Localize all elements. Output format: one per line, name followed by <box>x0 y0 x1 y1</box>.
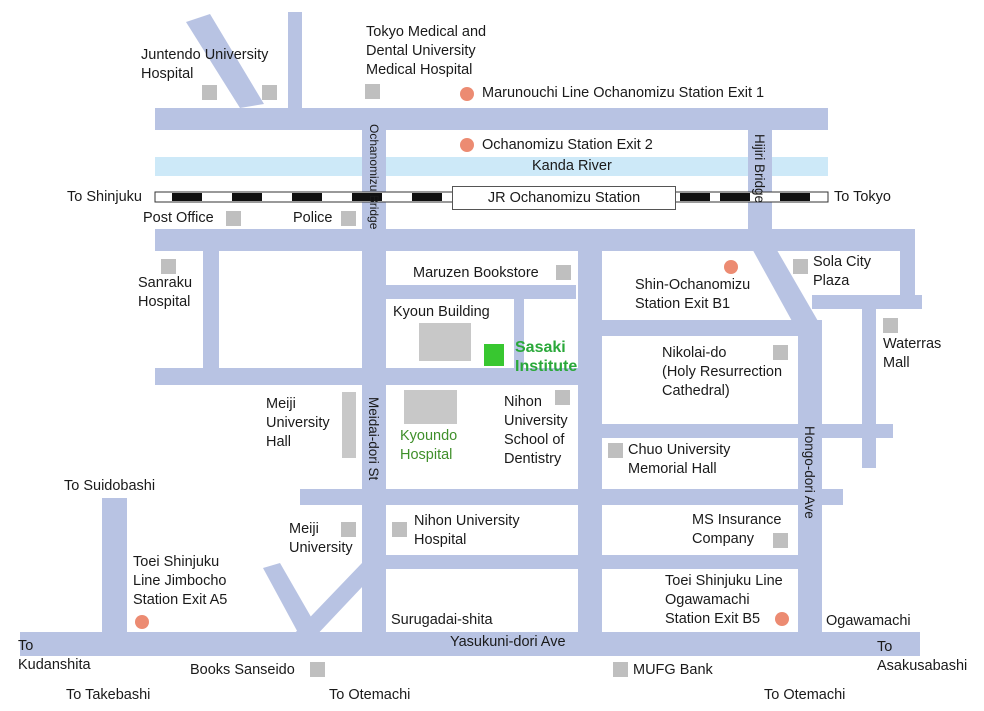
label-post-office: Post Office <box>143 210 214 226</box>
road-yasukuni-dori <box>20 632 920 656</box>
road-suidobashi <box>102 498 127 656</box>
road-center-vertical <box>578 245 602 655</box>
label-maruzen: Maruzen Bookstore <box>413 265 539 281</box>
label-surugadai: Surugadai-shita <box>391 612 493 628</box>
label-ogawamachi: Ogawamachi <box>826 613 911 629</box>
nikolai-marker <box>773 345 788 360</box>
road-west-block <box>203 245 219 385</box>
road-mid-east <box>300 489 843 505</box>
label-books-sanseido: Books Sanseido <box>190 662 295 678</box>
road-juntendo-diagonal <box>186 14 264 108</box>
marunouchi-exit1-marker <box>460 87 474 101</box>
ms-insurance-marker <box>773 533 788 548</box>
label-to-otemachi-west: To Otemachi <box>329 687 411 703</box>
label-tmd: Tokyo Medical and Dental University Medi… <box>366 24 487 78</box>
juntendo-marker-2 <box>262 85 277 100</box>
label-sola-city: Sola City Plaza <box>813 254 872 289</box>
landmark-markers <box>161 84 898 677</box>
kyoun-building <box>419 323 471 361</box>
road-hongo-diagonal <box>750 245 822 332</box>
label-meidai-st: Meidai-dori St <box>366 397 381 481</box>
road-hongo-dori <box>798 320 822 655</box>
road-nikolai-lower <box>595 424 893 438</box>
road-center-block <box>514 296 524 374</box>
label-to-tokyo: To Tokyo <box>834 189 891 205</box>
mufg-marker <box>613 662 628 677</box>
label-to-otemachi-east: To Otemachi <box>764 687 846 703</box>
road-waterras-vertical <box>862 303 876 468</box>
label-sasaki-institute: Sasaki Institute <box>515 339 578 375</box>
juntendo-marker-1 <box>202 85 217 100</box>
label-hijiri-bridge: Hijiri Bridge <box>752 134 767 204</box>
label-ochanomizu-bridge: Ochanomizu Bridge <box>367 124 381 230</box>
sola-city-marker <box>793 259 808 274</box>
road-sola-east <box>900 245 915 301</box>
label-marunouchi-exit1: Marunouchi Line Ochanomizu Station Exit … <box>482 85 765 101</box>
label-chuo-hall: Chuo University Memorial Hall <box>628 442 731 477</box>
label-to-shinjuku: To Shinjuku <box>67 189 142 205</box>
road-top <box>155 108 828 130</box>
label-ochanomizu-exit2: Ochanomizu Station Exit 2 <box>482 137 653 153</box>
post-office-marker <box>226 211 241 226</box>
label-nihon-hospital: Nihon University Hospital <box>414 513 520 548</box>
maruzen-marker <box>556 265 571 280</box>
road-north-vertical <box>288 12 302 112</box>
label-waterras: Waterras Mall <box>883 336 942 371</box>
label-juntendo: Juntendo University Hospital <box>141 47 269 82</box>
label-ms-insurance: MS Insurance Company <box>692 512 782 547</box>
jr-ochanomizu-station: JR Ochanomizu Station <box>452 186 676 210</box>
label-to-kudanshita: To Kudanshita <box>18 638 91 673</box>
ogawamachi-b5-marker <box>775 612 789 626</box>
road-meidai-dori <box>362 229 386 654</box>
label-yasukuni: Yasukuni-dori Ave <box>450 634 566 650</box>
label-meiji-hall: Meiji University Hall <box>266 396 330 450</box>
road-ochanomizu-bridge <box>362 108 386 233</box>
road-hijiri-bridge <box>748 108 772 233</box>
kyoundo-building <box>404 390 457 424</box>
waterras-marker <box>883 318 898 333</box>
exit-markers <box>135 87 789 629</box>
road-post-office <box>155 229 915 251</box>
label-kyoundo: Kyoundo Hospital <box>400 428 458 463</box>
label-to-takebashi: To Takebashi <box>66 687 151 703</box>
buildings <box>342 323 471 458</box>
road-maruzen <box>386 285 576 299</box>
nihon-dentistry-marker <box>555 390 570 405</box>
road-mid-west <box>155 368 595 385</box>
label-shin-exit-b1: Shin-Ochanomizu Station Exit B1 <box>635 277 751 312</box>
label-kyoun: Kyoun Building <box>393 304 490 320</box>
road-nihon-hospital <box>386 555 806 569</box>
nihon-hospital-marker <box>392 522 407 537</box>
label-hongo-ave: Hongo-dori Ave <box>802 426 817 519</box>
tmd-marker <box>365 84 380 99</box>
ochanomizu-exit2-marker <box>460 138 474 152</box>
label-nihon-dentistry: Nihon University School of Dentistry <box>504 394 568 467</box>
label-sanraku: Sanraku Hospital <box>138 275 193 310</box>
label-jimbocho-a5: Toei Shinjuku Line Jimbocho Station Exit… <box>133 554 228 608</box>
road-shin-block <box>595 320 805 336</box>
label-ogawamachi-b5: Toei Shinjuku Line Ogawamachi Station Ex… <box>665 573 783 627</box>
label-to-asakusabashi: To Asakusabashi <box>877 639 968 674</box>
meiji-hall-building <box>342 392 356 458</box>
label-mufg: MUFG Bank <box>633 662 713 678</box>
shin-exit-b1-marker <box>724 260 738 274</box>
label-kanda-river: Kanda River <box>532 158 612 174</box>
road-waterras <box>812 295 922 309</box>
police-marker <box>341 211 356 226</box>
label-meiji-univ: Meiji University <box>289 521 353 556</box>
kanda-river <box>155 157 828 176</box>
sanraku-marker <box>161 259 176 274</box>
jimbocho-a5-marker <box>135 615 149 629</box>
road-network <box>20 12 922 656</box>
books-sanseido-marker <box>310 662 325 677</box>
chuo-hall-marker <box>608 443 623 458</box>
label-police: Police <box>293 210 333 226</box>
label-to-suidobashi: To Suidobashi <box>64 478 156 494</box>
road-meidai-diagonal <box>292 563 380 640</box>
sasaki-institute-marker <box>484 344 504 366</box>
label-nikolai: Nikolai-do (Holy Resurrection Cathedral) <box>662 345 783 399</box>
meiji-univ-marker <box>341 522 356 537</box>
